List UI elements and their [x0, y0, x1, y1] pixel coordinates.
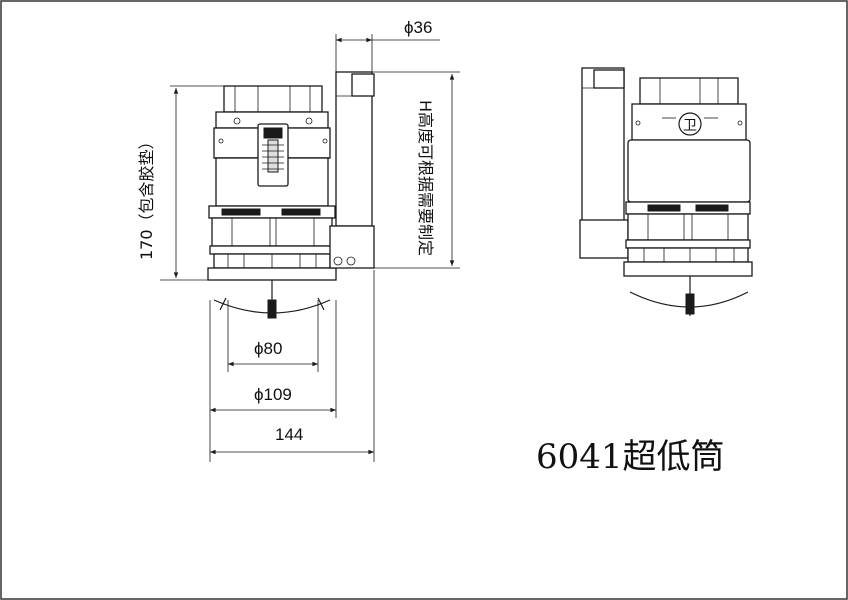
- top-diameter-label: ϕ36: [404, 18, 432, 37]
- front-view-dimensioned: ϕ36 170（包含胶垫） H高度可根据需要制定 ϕ80 ϕ109 144: [137, 18, 460, 462]
- total-height-label: 170（包含胶垫）: [137, 133, 156, 260]
- product-caption: 6041超低筒: [536, 437, 725, 477]
- logo-stamp: 卫: [683, 118, 697, 134]
- adjustable-height-label: H高度可根据需要制定: [416, 100, 435, 256]
- overall-width-label: 144: [275, 425, 303, 444]
- outer-diameter-label: ϕ109: [254, 385, 292, 404]
- inner-diameter-label: ϕ80: [254, 339, 282, 358]
- front-view-plain: 卫: [579, 67, 753, 316]
